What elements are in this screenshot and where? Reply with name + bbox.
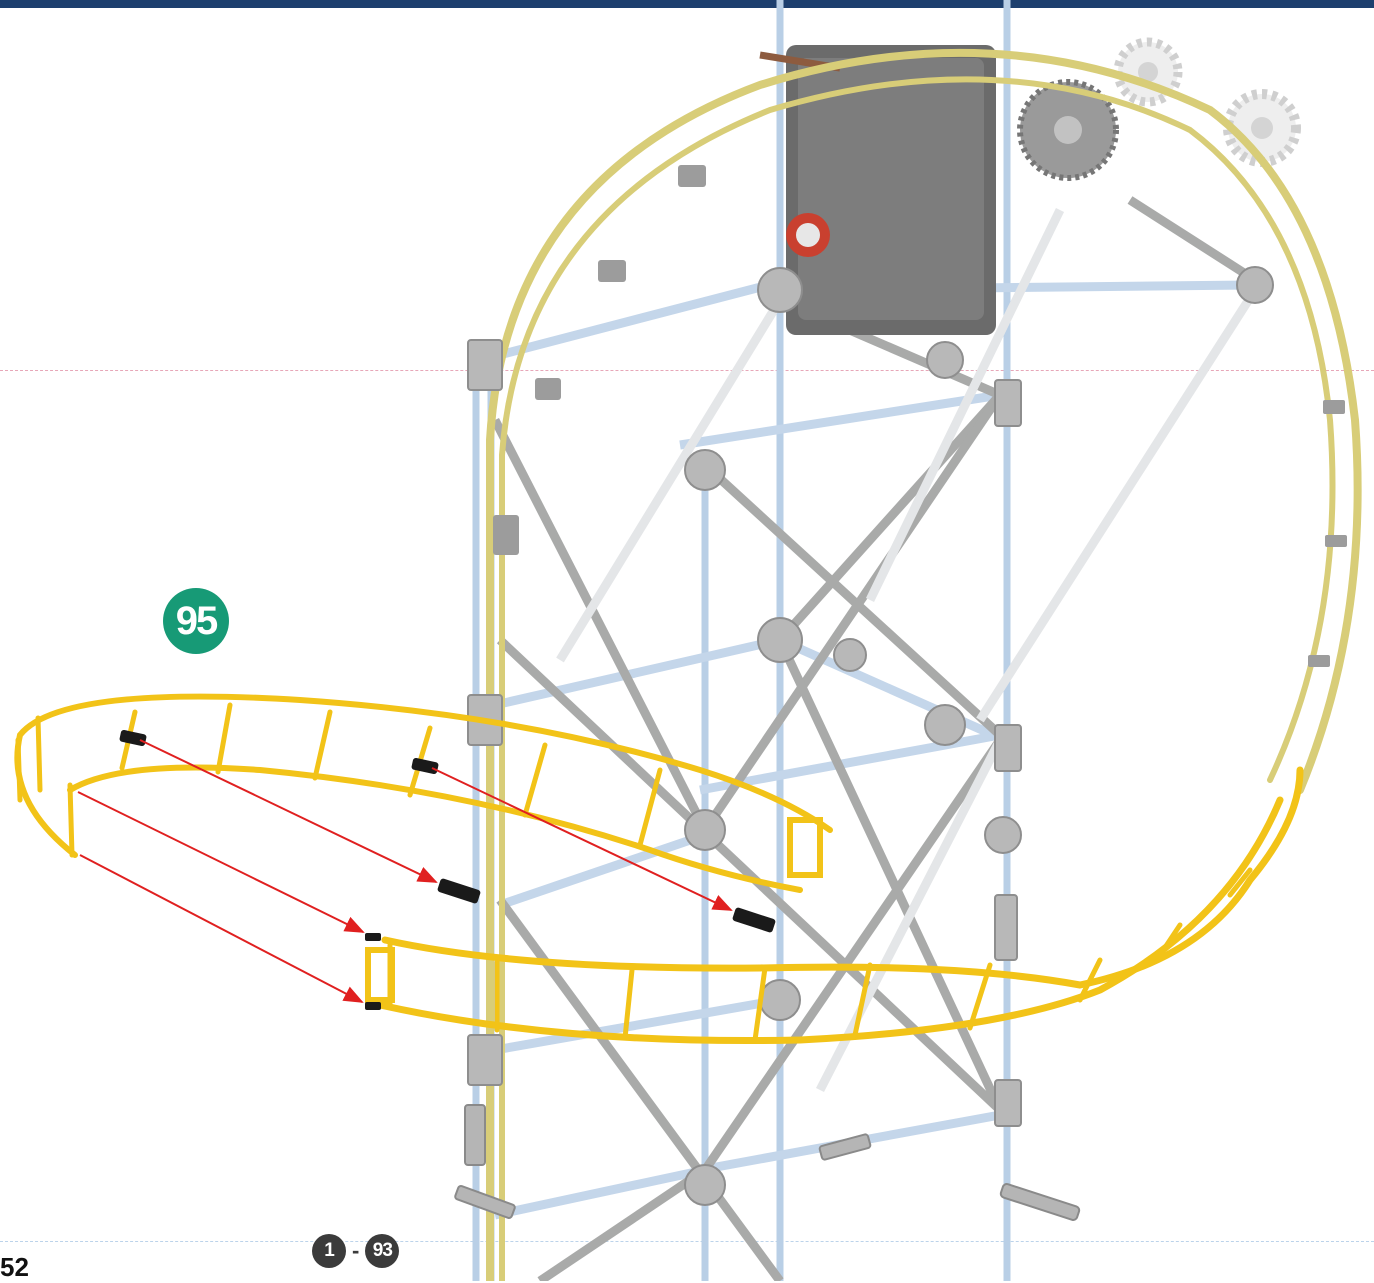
motor-unit (759, 45, 996, 335)
track-clip-icon (493, 165, 1347, 667)
step-number-badge: 95 (163, 588, 229, 654)
page-number: 52 (0, 1252, 29, 1282)
guide-line-top (0, 370, 1374, 371)
tower-horizontal-rods (478, 277, 1251, 1220)
tower-diagonal-rods (490, 196, 1258, 1281)
pulley-wheel-right (1223, 89, 1301, 167)
new-track-piece-lower (365, 766, 1304, 1045)
reference-start-badge: 1 (312, 1234, 346, 1268)
reference-end-badge: 93 (365, 1234, 400, 1268)
loose-parts (454, 1104, 1081, 1221)
gear-icon (1017, 79, 1119, 181)
tower-light-rods (556, 208, 1259, 1093)
guide-line-bottom (0, 1241, 1374, 1242)
reference-separator: - (352, 1238, 360, 1263)
pin-icon (119, 729, 776, 1010)
header-bar (0, 0, 1374, 8)
existing-track (486, 48, 1362, 1281)
connector-hub-icon (467, 266, 1274, 1206)
arrow-icon (77, 739, 733, 1003)
new-track-piece-upper (14, 693, 833, 893)
step-reference-range: 1 - 93 (312, 1234, 400, 1268)
